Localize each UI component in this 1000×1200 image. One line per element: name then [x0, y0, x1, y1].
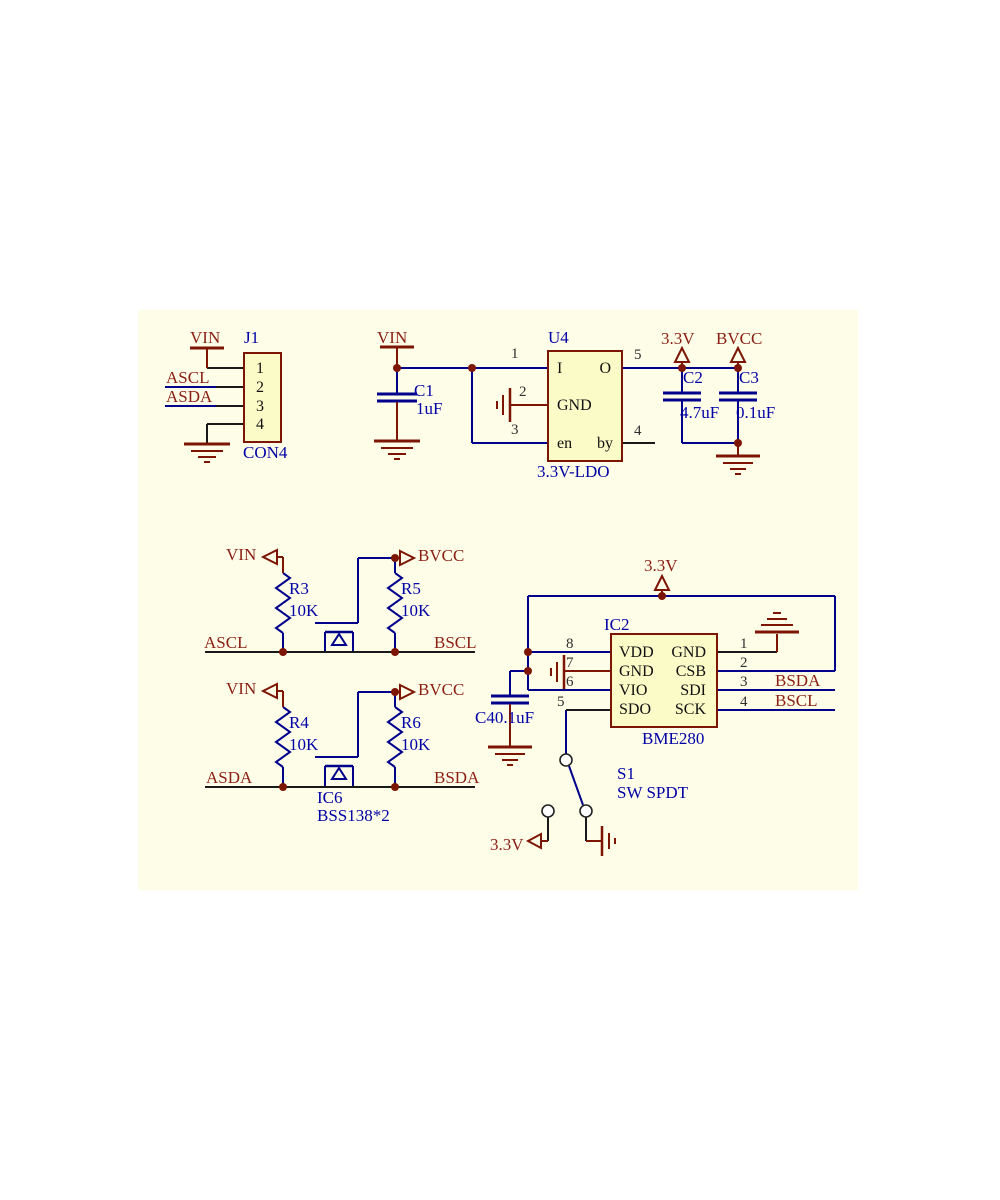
- ref-label-s1: S1: [617, 764, 635, 783]
- ic2-pin-sdo: SDO: [619, 701, 652, 718]
- net-label-asda: ASDA: [206, 768, 253, 787]
- u4-pin-by: by: [597, 435, 613, 452]
- net-label-vin: VIN: [377, 328, 408, 347]
- value-label-u4: 3.3V-LDO: [537, 462, 610, 481]
- net-label-asda: ASDA: [166, 387, 213, 406]
- ref-label-c2: C2: [683, 368, 703, 387]
- u4-pin-number: 4: [634, 423, 642, 439]
- u4-pin-en: en: [557, 435, 573, 452]
- schematic-wires: [165, 345, 836, 856]
- ic2-pin-number: 4: [740, 694, 748, 710]
- u4-pin-gnd: GND: [557, 397, 592, 414]
- net-label-ascl: ASCL: [204, 633, 248, 652]
- capacitor-plates: [377, 391, 757, 705]
- ic2-pin-number: 1: [740, 636, 748, 652]
- pin-stubs: [205, 367, 777, 841]
- ref-label-c3: C3: [739, 368, 759, 387]
- ref-label-j1: J1: [244, 328, 260, 347]
- ref-label-r6: R6: [401, 713, 421, 732]
- ground-rotated-icon: [550, 655, 610, 689]
- ground-icon: [716, 443, 760, 475]
- ground-icon: [184, 442, 230, 463]
- net-label-bscl: BSCL: [775, 691, 818, 710]
- ic2-pin-number: 6: [566, 674, 574, 690]
- label-c4: C40.1uF: [475, 708, 535, 727]
- ground-inverted-icon: [755, 612, 799, 652]
- ic2-pin-number: 7: [566, 655, 574, 671]
- u4-pin-in: I: [557, 360, 563, 377]
- ref-label-ic2: IC2: [604, 615, 630, 634]
- ref-label-r3: R3: [289, 579, 309, 598]
- ic2-pin-gnd: GND: [619, 663, 654, 680]
- net-label-3v3: 3.3V: [490, 835, 524, 854]
- value-label-ic2: BME280: [642, 729, 705, 748]
- power-bar-icon: [190, 346, 224, 368]
- ref-label-u4: U4: [548, 328, 569, 347]
- ic2-pin-csb: CSB: [675, 663, 706, 680]
- net-label-bvcc: BVCC: [716, 329, 763, 348]
- ic2-pin-gnd2: GND: [671, 644, 706, 661]
- ground-rotated-icon: [496, 388, 547, 422]
- ground-icon: [374, 402, 420, 460]
- ref-label-r5: R5: [401, 579, 421, 598]
- connector-j1-body[interactable]: 1 2 3 4: [243, 352, 282, 443]
- value-label-c3: 0.1uF: [736, 403, 776, 422]
- u4-pin-number: 2: [519, 384, 527, 400]
- ref-label-c1: C1: [414, 381, 434, 400]
- net-label-3v3: 3.3V: [644, 556, 678, 575]
- ground-icon: [488, 704, 532, 766]
- power-ground-symbols: [184, 345, 799, 856]
- value-label-r4: 10K: [289, 735, 319, 754]
- power-arrow-left-icon: [525, 832, 548, 850]
- j1-pin-number: 4: [256, 416, 264, 433]
- ref-label-r4: R4: [289, 713, 309, 732]
- sensor-ic2-body[interactable]: VDD GND VIO SDO GND CSB SDI SCK: [610, 633, 718, 728]
- net-label-bsda: BSDA: [775, 671, 821, 690]
- net-label-vin: VIN: [226, 545, 257, 564]
- ic2-pin-number: 8: [566, 636, 574, 652]
- net-label-bsda: BSDA: [434, 768, 480, 787]
- value-label-r5: 10K: [401, 601, 431, 620]
- ic2-pin-sdi: SDI: [680, 682, 706, 699]
- schematic-sheet: 1 2 3 4 I O GND en by VDD GND VIO SDO GN…: [138, 310, 858, 890]
- net-label-bvcc: BVCC: [418, 546, 465, 565]
- ic2-pin-sck: SCK: [674, 701, 706, 718]
- value-label-s1: SW SPDT: [617, 783, 689, 802]
- ic2-pin-number: 3: [740, 674, 748, 690]
- ic2-pin-vdd: VDD: [619, 644, 654, 661]
- value-label-c2: 4.7uF: [680, 403, 720, 422]
- type-label-j1: CON4: [243, 443, 288, 462]
- net-label-bscl: BSCL: [434, 633, 477, 652]
- ground-rotated-icon: [586, 826, 616, 856]
- u4-pin-number: 5: [634, 347, 642, 363]
- j1-pin-number: 3: [256, 398, 264, 415]
- power-arrow-left-icon: [260, 548, 284, 573]
- u4-pin-number: 1: [511, 346, 519, 362]
- j1-pin-number: 2: [256, 379, 264, 396]
- ref-label-ic6: IC6: [317, 788, 343, 807]
- value-label-c1: 1uF: [416, 399, 443, 418]
- ic2-pin-number: 2: [740, 655, 748, 671]
- value-label-ic6: BSS138*2: [317, 806, 390, 825]
- net-label-3v3: 3.3V: [661, 329, 695, 348]
- net-label-vin: VIN: [190, 328, 221, 347]
- net-label-vin: VIN: [226, 679, 257, 698]
- ic2-pin-number: 5: [557, 694, 565, 710]
- junction-dots: [279, 364, 742, 791]
- ic2-pin-vio: VIO: [619, 682, 648, 699]
- value-label-r3: 10K: [289, 601, 319, 620]
- net-label-bvcc: BVCC: [418, 680, 465, 699]
- switch-s1[interactable]: [541, 753, 593, 818]
- u4-pin-number: 3: [511, 422, 519, 438]
- value-label-r6: 10K: [401, 735, 431, 754]
- u4-pin-out: O: [599, 360, 611, 377]
- power-arrow-left-icon: [260, 682, 284, 707]
- regulator-u4-body[interactable]: I O GND en by: [547, 350, 623, 462]
- net-label-ascl: ASCL: [166, 368, 210, 387]
- j1-pin-number: 1: [256, 360, 264, 377]
